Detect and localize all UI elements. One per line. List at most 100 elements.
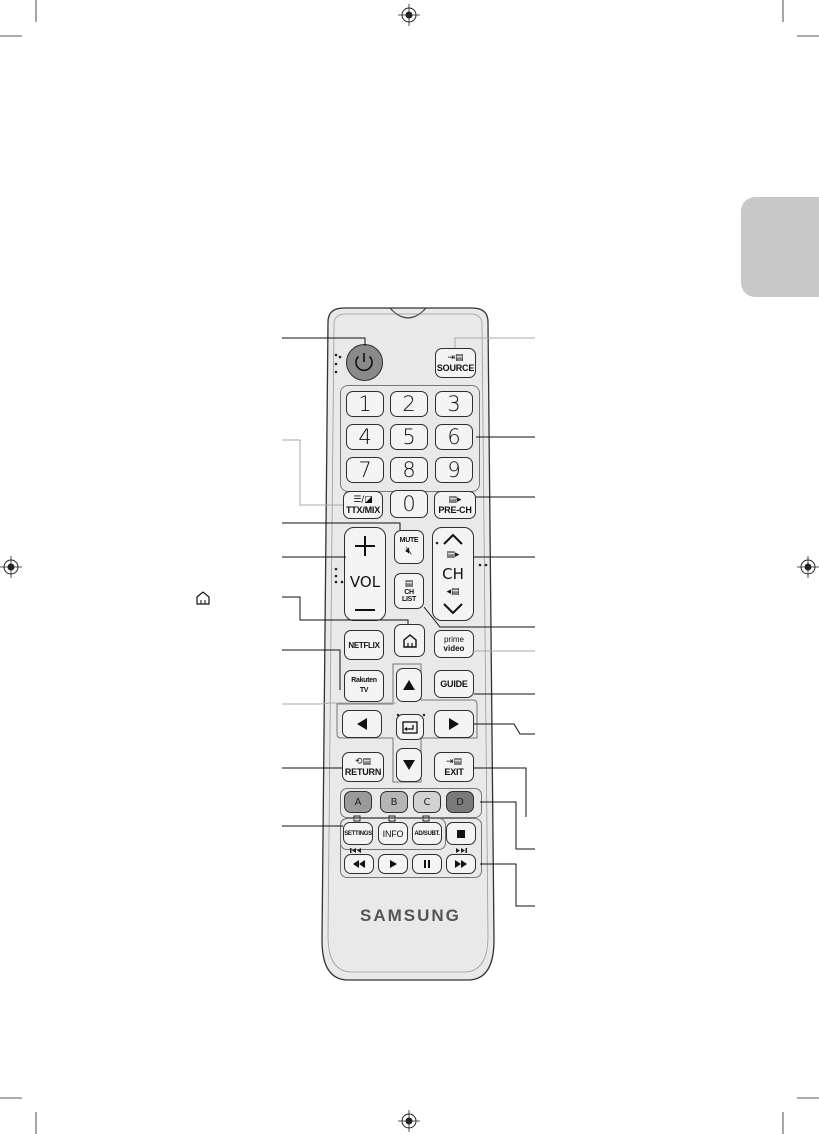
digit-8-button[interactable]: 8: [390, 457, 428, 483]
ch-list-icon: ▤: [404, 578, 414, 589]
registration-mark-icon: [797, 556, 819, 578]
digit-label: 6: [447, 425, 461, 449]
volume-minus-icon: [355, 609, 375, 611]
rewind-icon: [353, 860, 365, 868]
button-b[interactable]: B: [380, 791, 408, 813]
home-icon: [196, 591, 210, 605]
channel-up-icon: [443, 533, 463, 545]
button-b-label: B: [390, 796, 398, 808]
power-button[interactable]: [346, 344, 383, 381]
button-c-label: C: [423, 796, 431, 808]
digit-0-button[interactable]: 0: [390, 490, 428, 518]
digit-6-button[interactable]: 6: [435, 424, 473, 450]
source-label: SOURCE: [436, 362, 475, 373]
ad-subt-label: AD/SUBT.: [414, 830, 440, 837]
digit-9-button[interactable]: 9: [435, 457, 473, 483]
up-button[interactable]: [396, 668, 422, 702]
button-d-label: D: [456, 796, 464, 808]
enter-button[interactable]: [396, 714, 424, 740]
home-icon: [402, 633, 417, 648]
stop-button[interactable]: [446, 822, 476, 845]
mute-speaker-icon: 🔇︎: [405, 543, 413, 557]
power-dots-icon: [334, 353, 342, 374]
dpad-frame: [336, 663, 478, 783]
vol-label: VOL: [349, 573, 381, 591]
ch-label: CH: [442, 565, 464, 583]
left-button[interactable]: [342, 710, 382, 738]
guide-label: GUIDE: [440, 679, 468, 689]
rakuten-tv-button[interactable]: Rakuten TV: [344, 670, 384, 702]
ch-list-button[interactable]: ▤ CH LIST: [394, 573, 424, 609]
ad-subt-button[interactable]: AD/SUBT.: [412, 822, 442, 845]
play-button[interactable]: [378, 854, 408, 874]
prime-video-button[interactable]: prime video: [434, 630, 474, 658]
registration-mark-icon: [398, 1110, 420, 1132]
button-a[interactable]: A: [344, 791, 372, 813]
digit-1-button[interactable]: 1: [346, 391, 384, 417]
ttx-mix-label: TTX/MIX: [345, 504, 381, 515]
media-frame: [340, 818, 482, 878]
prime-top-label: prime: [443, 635, 464, 644]
button-a-label: A: [354, 796, 362, 808]
skip-back-icon: [350, 848, 361, 853]
arrow-down-icon: [403, 760, 415, 770]
color-buttons-frame: [340, 788, 482, 818]
samsung-logo: SAMSUNG: [360, 906, 461, 925]
down-button[interactable]: [396, 748, 422, 782]
right-button[interactable]: [434, 710, 474, 738]
pause-icon: [424, 860, 430, 868]
settings-label: SETTINGS: [344, 830, 372, 837]
power-icon: [355, 353, 373, 372]
digit-4-button[interactable]: 4: [346, 424, 384, 450]
pre-ch-label: PRE-CH: [438, 504, 472, 515]
guide-button[interactable]: GUIDE: [434, 670, 474, 698]
mute-button[interactable]: MUTE 🔇︎: [394, 530, 424, 564]
exit-label: EXIT: [444, 766, 464, 777]
rewind-button[interactable]: [344, 854, 374, 874]
vol-dots-icon: [334, 567, 344, 584]
channel-down-icon: [443, 603, 463, 615]
stop-icon: [457, 829, 465, 838]
digit-7-button[interactable]: 7: [346, 457, 384, 483]
exit-button[interactable]: ⇥▤ EXIT: [434, 752, 474, 782]
exit-icon: ⇥▤: [445, 756, 463, 767]
ch-dots-icon: [478, 563, 488, 567]
digit-label: 4: [358, 425, 372, 449]
info-button[interactable]: INFO: [378, 822, 408, 845]
settings-button[interactable]: SETTINGS: [343, 822, 373, 845]
rakuten-top-label: Rakuten: [351, 677, 377, 684]
enter-dots-icon: [396, 713, 426, 717]
play-icon: [390, 860, 397, 868]
teletext-icon: ☰/◪: [353, 494, 373, 505]
ttx-mix-button[interactable]: ☰/◪ TTX/MIX: [343, 491, 383, 519]
button-c[interactable]: C: [413, 791, 441, 813]
digit-label: 0: [402, 492, 416, 516]
fast-forward-button[interactable]: [446, 854, 476, 874]
source-icon: ⇥▤: [447, 352, 464, 363]
channel-rocker[interactable]: ▤▸ CH ◂▤: [432, 527, 474, 621]
digit-2-button[interactable]: 2: [390, 391, 428, 417]
button-d[interactable]: D: [446, 791, 474, 813]
volume-rocker[interactable]: VOL: [344, 527, 386, 621]
netflix-button[interactable]: NETFLIX: [344, 630, 384, 660]
arrow-left-icon: [357, 718, 367, 730]
pre-ch-button[interactable]: ▤▸ PRE-CH: [434, 491, 476, 519]
ch-dot-icon: [435, 541, 439, 545]
registration-mark-icon: [398, 4, 420, 26]
home-button[interactable]: [394, 624, 425, 657]
pause-button[interactable]: [412, 854, 442, 874]
mute-label: MUTE: [399, 536, 419, 544]
digit-3-button[interactable]: 3: [435, 391, 473, 417]
return-button[interactable]: ⟲▤ RETURN: [342, 752, 384, 782]
skip-forward-icon: [456, 848, 467, 853]
fast-forward-icon: [455, 860, 467, 868]
source-button[interactable]: ⇥▤ SOURCE: [435, 348, 476, 378]
prime-bottom-label: video: [443, 644, 465, 653]
ch-up-small-icon: ▤▸: [446, 550, 460, 560]
ch-down-small-icon: ◂▤: [446, 587, 460, 597]
ch-list-top: CH: [404, 588, 414, 596]
digit-5-button[interactable]: 5: [390, 424, 428, 450]
digit-label: 3: [447, 392, 461, 416]
